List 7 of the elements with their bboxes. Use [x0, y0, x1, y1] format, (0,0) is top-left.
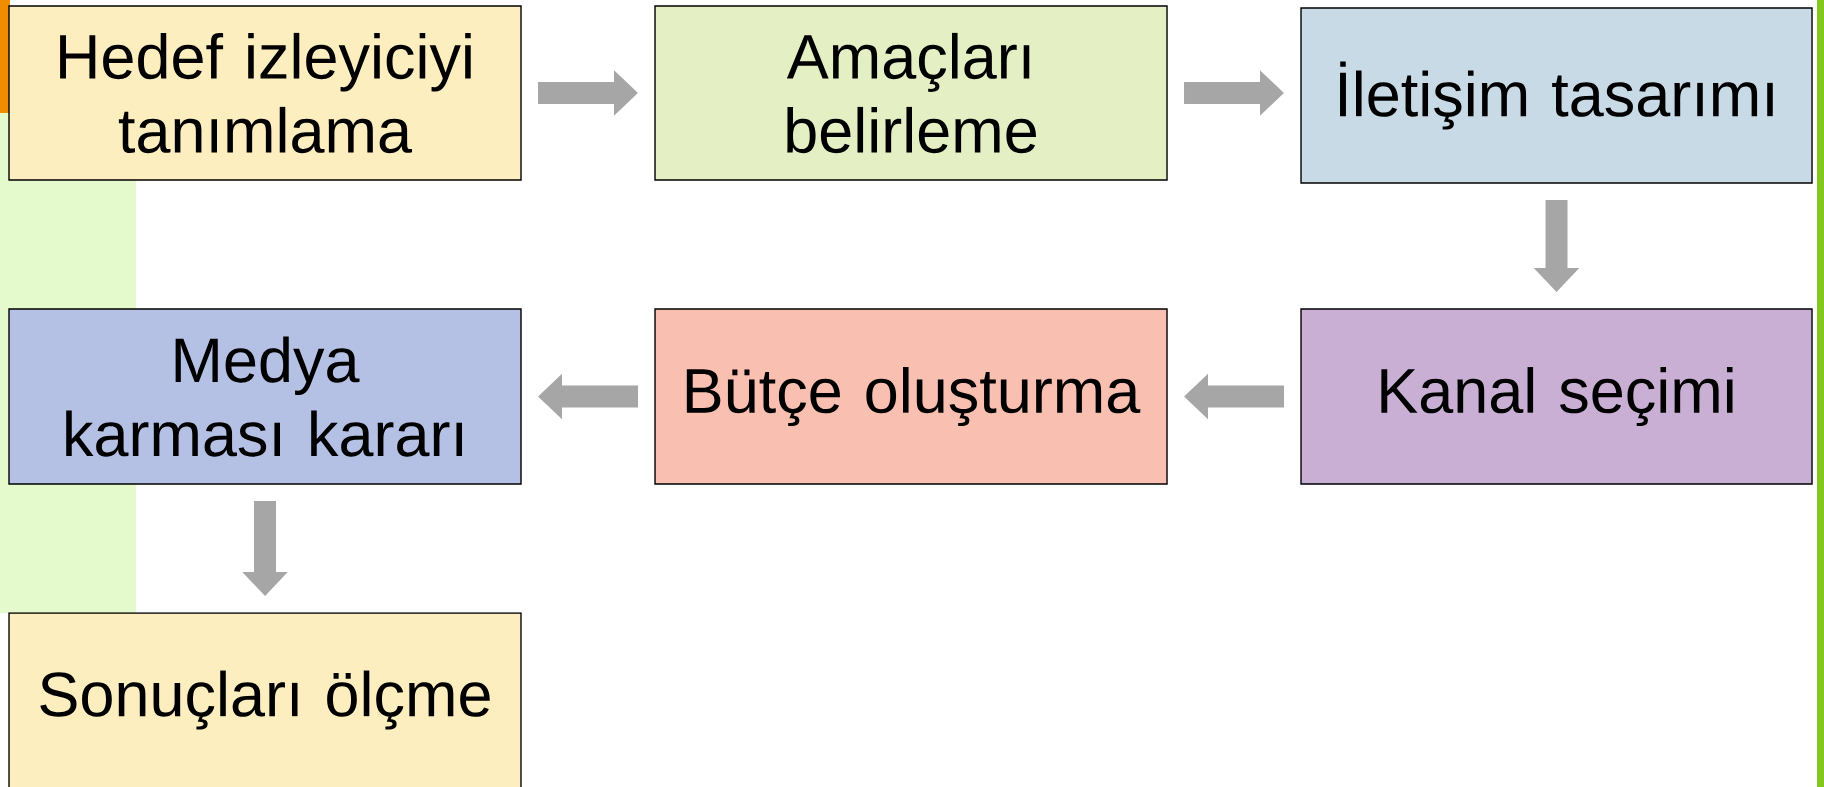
process-box: Medya karması kararı — [8, 308, 522, 485]
process-box: Hedef izleyiciyi tanımlama — [8, 5, 522, 181]
process-box: Bütçe oluşturma — [654, 308, 1168, 485]
process-box: Amaçları belirleme — [654, 5, 1168, 181]
process-box: İletişim tasarımı — [1300, 7, 1813, 184]
process-box: Kanal seçimi — [1300, 308, 1813, 485]
process-box: Sonuçları ölçme — [8, 612, 522, 787]
